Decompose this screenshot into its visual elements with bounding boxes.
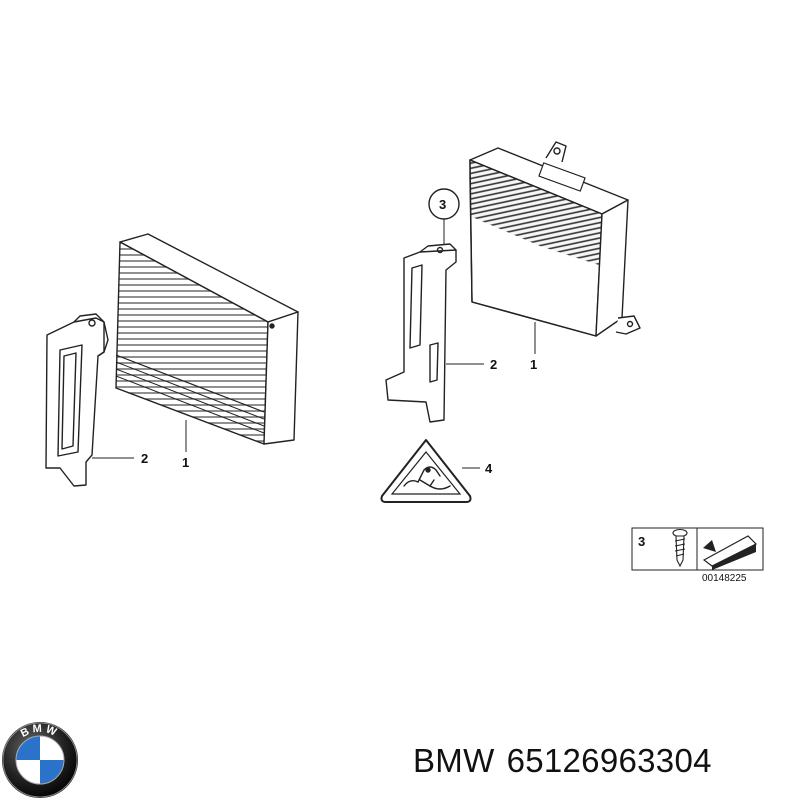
bmw-logo: BMW — [2, 722, 78, 798]
screw-callout: 3 — [428, 188, 460, 244]
brand-name: BMW — [413, 742, 495, 779]
brand-part-label: BMW 65126963304 — [413, 742, 712, 780]
right-bracket — [385, 243, 457, 423]
left-amplifier-leader: 1 — [182, 420, 189, 470]
left-bracket-leader: 2 — [92, 451, 148, 466]
plug-icon — [403, 466, 451, 490]
callout-screw: 3 — [439, 197, 446, 212]
callout-warning-label: 4 — [485, 461, 493, 476]
left-bracket — [45, 313, 109, 487]
screw-legend: 3 — [631, 527, 764, 571]
callout-right-amplifier: 1 — [530, 357, 537, 372]
svg-text:BMW: BMW — [19, 723, 61, 740]
callout-left-bracket: 2 — [141, 451, 148, 466]
callout-left-amplifier: 1 — [182, 455, 189, 470]
diagram-number: 00148225 — [702, 573, 747, 584]
legend-screw-number: 3 — [638, 534, 645, 549]
part-number: 65126963304 — [506, 742, 712, 779]
right-bracket-leader: 2 — [446, 357, 497, 372]
callout-right-bracket: 2 — [490, 357, 497, 372]
fastening-direction-icon — [702, 535, 758, 570]
warning-label — [380, 439, 472, 503]
bmw-logo-letters: BMW — [19, 723, 58, 740]
right-amplifier-leader: 1 — [530, 322, 537, 372]
left-amplifier — [115, 233, 299, 445]
right-amplifier — [469, 141, 641, 337]
screw-icon — [672, 528, 688, 568]
warning-label-leader: 4 — [462, 461, 493, 476]
